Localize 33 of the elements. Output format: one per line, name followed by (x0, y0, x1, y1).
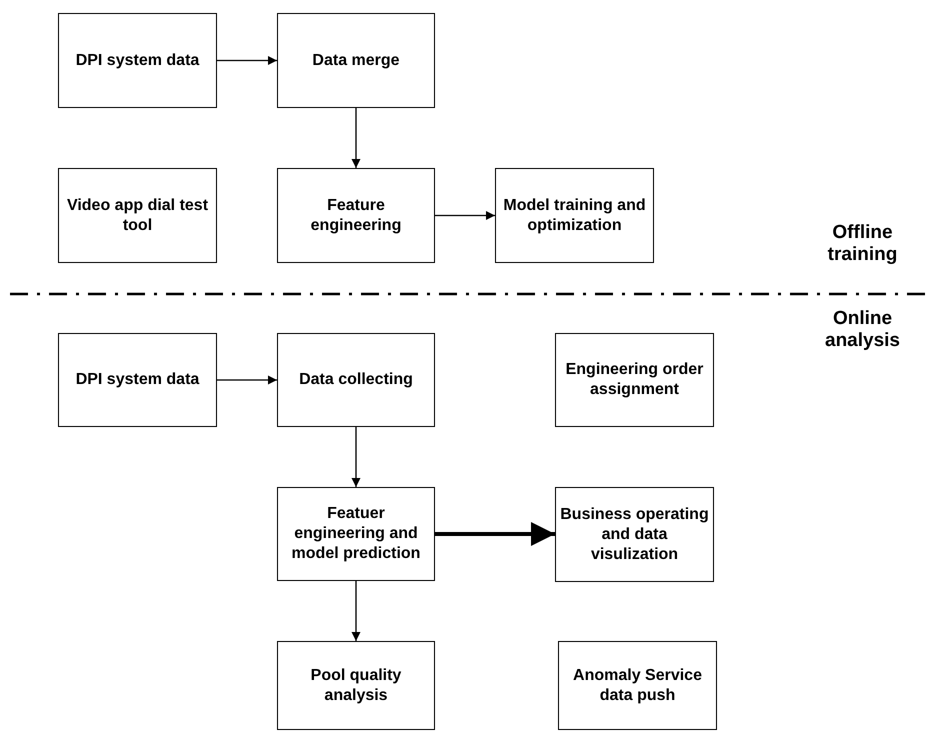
box-label: Data collecting (298, 370, 414, 390)
box-label: Data merge (311, 50, 401, 70)
arrow (435, 522, 555, 546)
box-label: Engineering order assignment (564, 360, 704, 400)
box-label: Feature engineering (310, 196, 402, 236)
arrow (217, 56, 277, 65)
process-box (277, 13, 435, 108)
process-box (58, 13, 217, 108)
arrow (352, 427, 360, 487)
arrow (435, 211, 495, 220)
arrow (352, 108, 360, 168)
box-label: DPI system data (74, 370, 200, 390)
box-label: Model training and optimization (502, 196, 647, 236)
box-label: Pool quality analysis (310, 666, 402, 706)
box-label: Anomaly Service data push (572, 666, 703, 706)
box-label: Business operating and data visulization (559, 504, 710, 564)
process-box (555, 487, 714, 582)
section-label: Online analysis (824, 308, 901, 352)
process-box (555, 333, 714, 427)
box-label: DPI system data (74, 50, 200, 70)
box-label: Featuer engineering and model prediction (290, 504, 422, 564)
process-box (558, 641, 717, 730)
process-box (495, 168, 654, 263)
process-box (277, 333, 435, 427)
process-box (277, 168, 435, 263)
arrow (352, 581, 360, 641)
process-box (58, 168, 217, 263)
process-box (277, 487, 435, 581)
process-box (277, 641, 435, 730)
arrow (217, 376, 277, 384)
process-box (58, 333, 217, 427)
box-label: Video app dial test tool (66, 196, 210, 236)
section-label: Offline training (826, 222, 898, 266)
